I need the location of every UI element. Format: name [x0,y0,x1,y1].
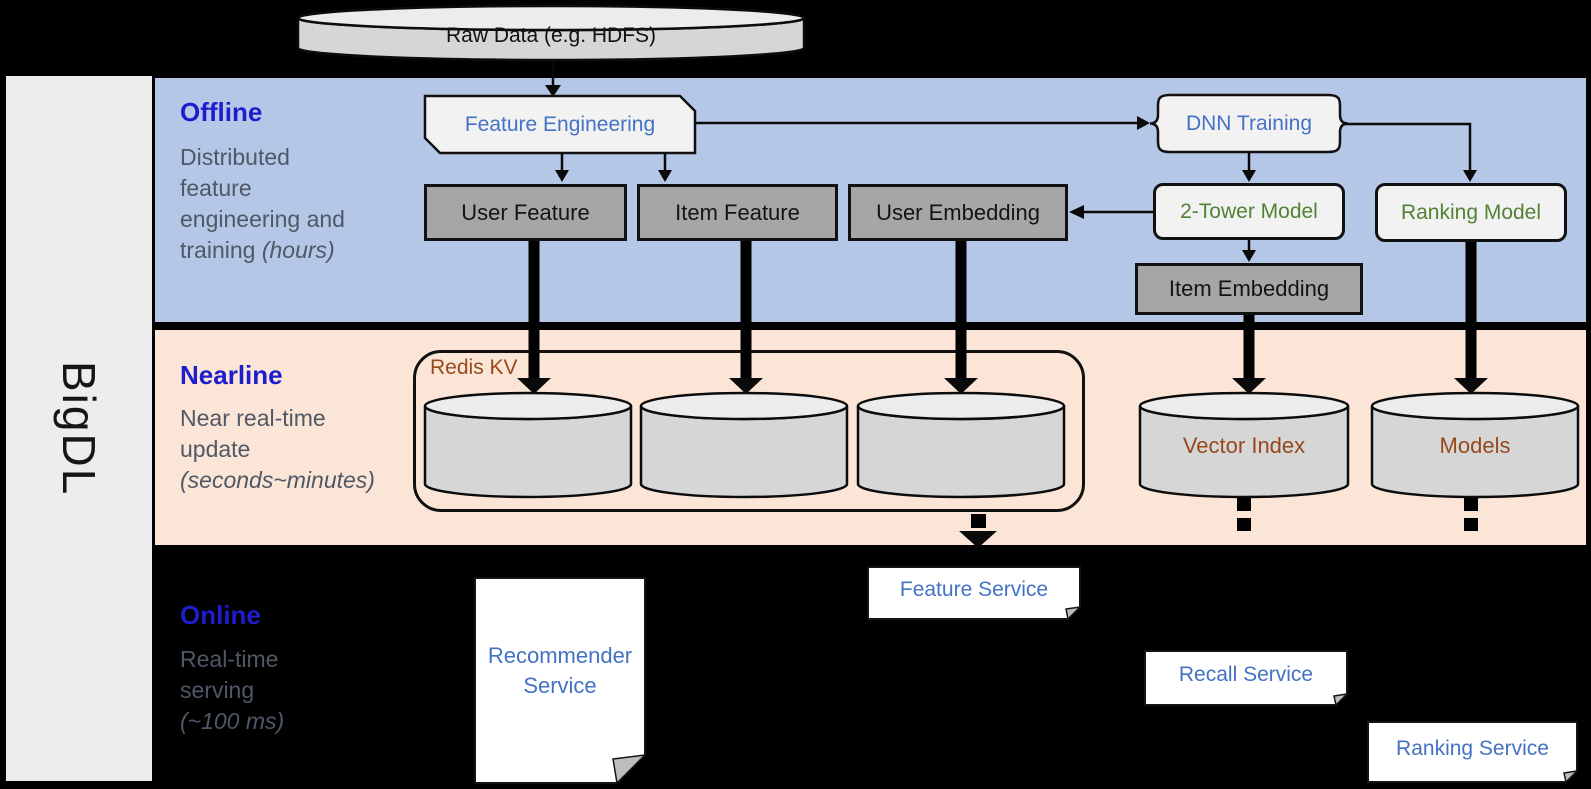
online-title: Online [180,600,261,630]
dashed-line-models-to-ranking [1464,498,1478,531]
raw-data-cylinder [296,4,806,62]
dashed-arrow-redis-to-feature-service [959,514,997,548]
offline-section-label: Offline Distributed feature engineering … [180,97,430,266]
feature-service-doc [867,566,1083,621]
bigdl-brand-label: BigDL [53,360,105,497]
recall-service-doc [1144,650,1350,707]
user-feature-box: User Feature [424,184,627,241]
nearline-title: Nearline [180,360,283,390]
arrow-dnn-to-ranking-model [1345,122,1477,182]
item-embedding-box: Item Embedding [1135,263,1363,315]
offline-title: Offline [180,97,263,127]
ranking-service-doc [1367,721,1580,784]
redis-cylinder-1 [423,391,633,499]
vector-index-cylinder [1138,391,1350,499]
arrow-fe-to-dnn-training [695,116,1150,130]
arrow-dnn-to-two-tower [1242,152,1256,182]
arrow-rawdata-to-feature-engineering [545,60,561,97]
offline-subtitle: Distributed feature engineering and trai… [180,144,345,263]
arrow-user-feature-to-redis [517,241,551,394]
online-subtitle: Real-time serving (~100 ms) [180,646,285,734]
ranking-model-box: Ranking Model [1375,183,1567,242]
user-embedding-box: User Embedding [848,184,1068,241]
arrow-item-feature-to-redis [729,241,763,394]
online-section-label: Online Real-time serving (~100 ms) [180,600,440,737]
dashed-line-vector-index-to-recall [1237,498,1251,531]
arrow-fe-to-item-feature [658,153,672,182]
redis-cylinder-3 [856,391,1066,499]
models-cylinder [1370,391,1580,499]
arrow-ranking-model-to-models [1454,242,1488,394]
redis-kv-label: Redis KV [430,356,518,379]
redis-cylinder-2 [639,391,849,499]
item-feature-box: Item Feature [637,184,838,241]
nearline-subtitle: Near real-time update (seconds~minutes) [180,405,375,493]
arrow-item-embedding-to-vector-index [1232,315,1266,394]
two-tower-model-box: 2-Tower Model [1153,183,1345,240]
arrow-fe-to-user-feature [555,153,569,182]
recommender-service-doc [474,577,648,785]
dnn-training-shape [1149,93,1349,154]
feature-engineering-shape [423,94,697,155]
arrow-user-embedding-to-redis [944,241,978,394]
arrow-two-tower-to-user-embedding [1069,205,1153,219]
arrow-two-tower-to-item-embedding [1242,240,1256,262]
bigdl-sidebar: BigDL [6,76,152,781]
nearline-section-label: Nearline Near real-time update (seconds~… [180,360,430,496]
